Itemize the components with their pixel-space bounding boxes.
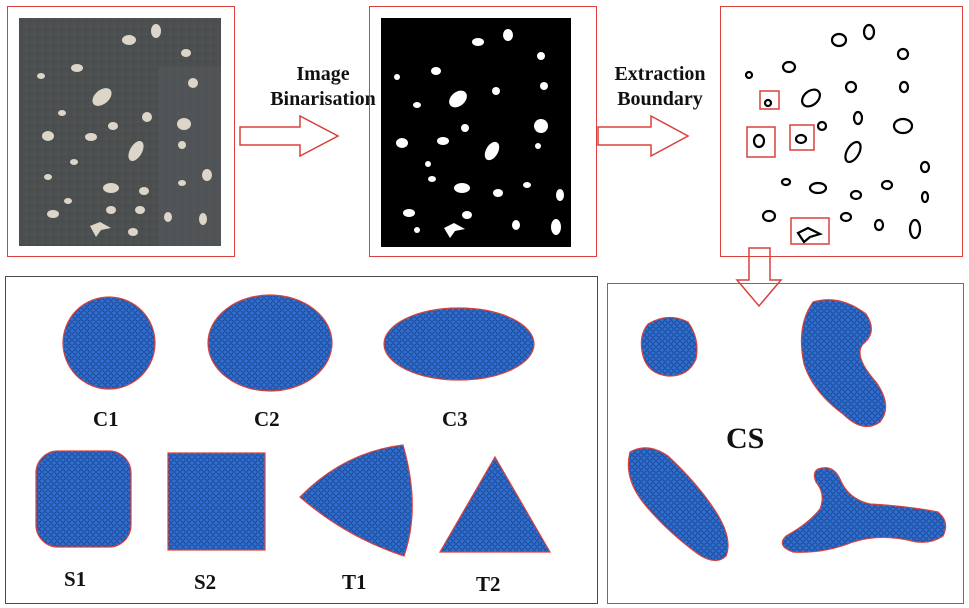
- shapes-panel: C1 C2 C3 S1 S2 T1 T2: [5, 276, 598, 604]
- shape-c1: [62, 296, 156, 390]
- label-s2: S2: [194, 570, 217, 594]
- label-cs: CS: [726, 422, 765, 455]
- shapes-drawing: [35, 294, 552, 557]
- label-c1: C1: [93, 407, 119, 431]
- binary-image: [381, 18, 571, 247]
- stone-photo: [19, 18, 221, 246]
- label-c3: C3: [442, 407, 468, 431]
- extraction-line1: Extraction: [614, 63, 706, 85]
- cs-particle-1: [640, 316, 698, 377]
- arrow-1: [239, 114, 340, 158]
- boundary-image: [744, 23, 931, 245]
- cs-particle-3: [627, 447, 729, 562]
- shape-t1: [299, 444, 413, 557]
- shape-s2: [167, 452, 266, 551]
- shape-s1: [35, 450, 132, 548]
- shape-t2: [438, 455, 552, 553]
- label-c2: C2: [254, 407, 280, 431]
- extraction-line2: Boundary: [617, 88, 703, 110]
- shape-c2: [207, 294, 333, 392]
- binarisation-line1: Image: [296, 63, 350, 85]
- binarisation-label: Image Binarisation: [268, 62, 378, 112]
- arrow-2: [597, 114, 690, 158]
- label-t2: T2: [476, 572, 501, 596]
- cs-particle-4: [781, 467, 947, 553]
- cs-drawing: [627, 299, 947, 562]
- shape-c3: [383, 307, 535, 381]
- label-s1: S1: [64, 567, 87, 591]
- cs-panel: CS: [607, 283, 964, 604]
- binarisation-line2: Binarisation: [270, 88, 376, 110]
- cs-particle-2: [800, 299, 887, 428]
- binary-panel: [369, 6, 597, 257]
- label-t1: T1: [342, 570, 367, 594]
- extraction-label: Extraction Boundary: [600, 62, 720, 112]
- boundary-panel: [720, 6, 963, 257]
- photo-panel: [7, 6, 235, 257]
